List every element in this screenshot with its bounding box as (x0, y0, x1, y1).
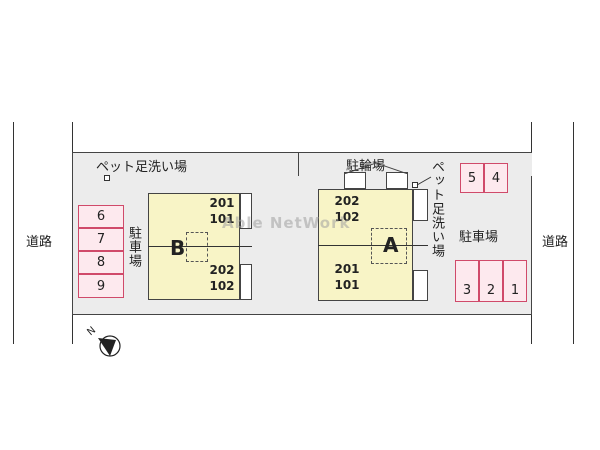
right-road-edge-outer (573, 122, 574, 344)
parking-label-left: 駐車場 (126, 226, 141, 268)
bicycle-shelter-left (344, 172, 366, 189)
building-a-balcony-top (413, 189, 428, 221)
parking-space-6: 6 (78, 205, 124, 228)
building-b-divider (148, 246, 252, 247)
pet-wash-faucet-icon (104, 175, 110, 181)
pet-wash-label-top: ペット足洗い場 (96, 160, 188, 175)
parking-space-9: 9 (78, 274, 124, 298)
left-road-label: 道路 (26, 235, 53, 250)
building-b-balcony-top (240, 193, 252, 229)
pet-wash-pointer (416, 176, 432, 186)
north-arrow-icon (98, 335, 121, 357)
bicycle-shelter-roof (344, 162, 408, 174)
parking-space-4: 4 (484, 163, 508, 193)
parking-space-2: 2 (479, 260, 503, 302)
building-a-divider (318, 245, 428, 246)
building-a-balcony-bottom (413, 270, 428, 301)
parking-space-7: 7 (78, 228, 124, 251)
building-b-balcony-bottom (240, 264, 252, 300)
pet-wash-label-right: ペット足洗い場 (429, 160, 444, 258)
building-a-stair (371, 228, 407, 264)
parking-space-1: 1 (503, 260, 527, 302)
parking-space-3: 3 (455, 260, 479, 302)
parking-space-8: 8 (78, 251, 124, 274)
bicycle-shelter-right (386, 172, 408, 189)
building-a-letter: A (383, 233, 399, 257)
left-road-edge-outer (13, 122, 14, 344)
building-b-stair (186, 232, 208, 262)
parking-label-right: 駐車場 (459, 230, 499, 245)
watermark: Able NetWork (222, 214, 351, 232)
building-b-letter: B (170, 236, 186, 260)
right-road-label: 道路 (542, 235, 569, 250)
parking-space-5: 5 (460, 163, 484, 193)
